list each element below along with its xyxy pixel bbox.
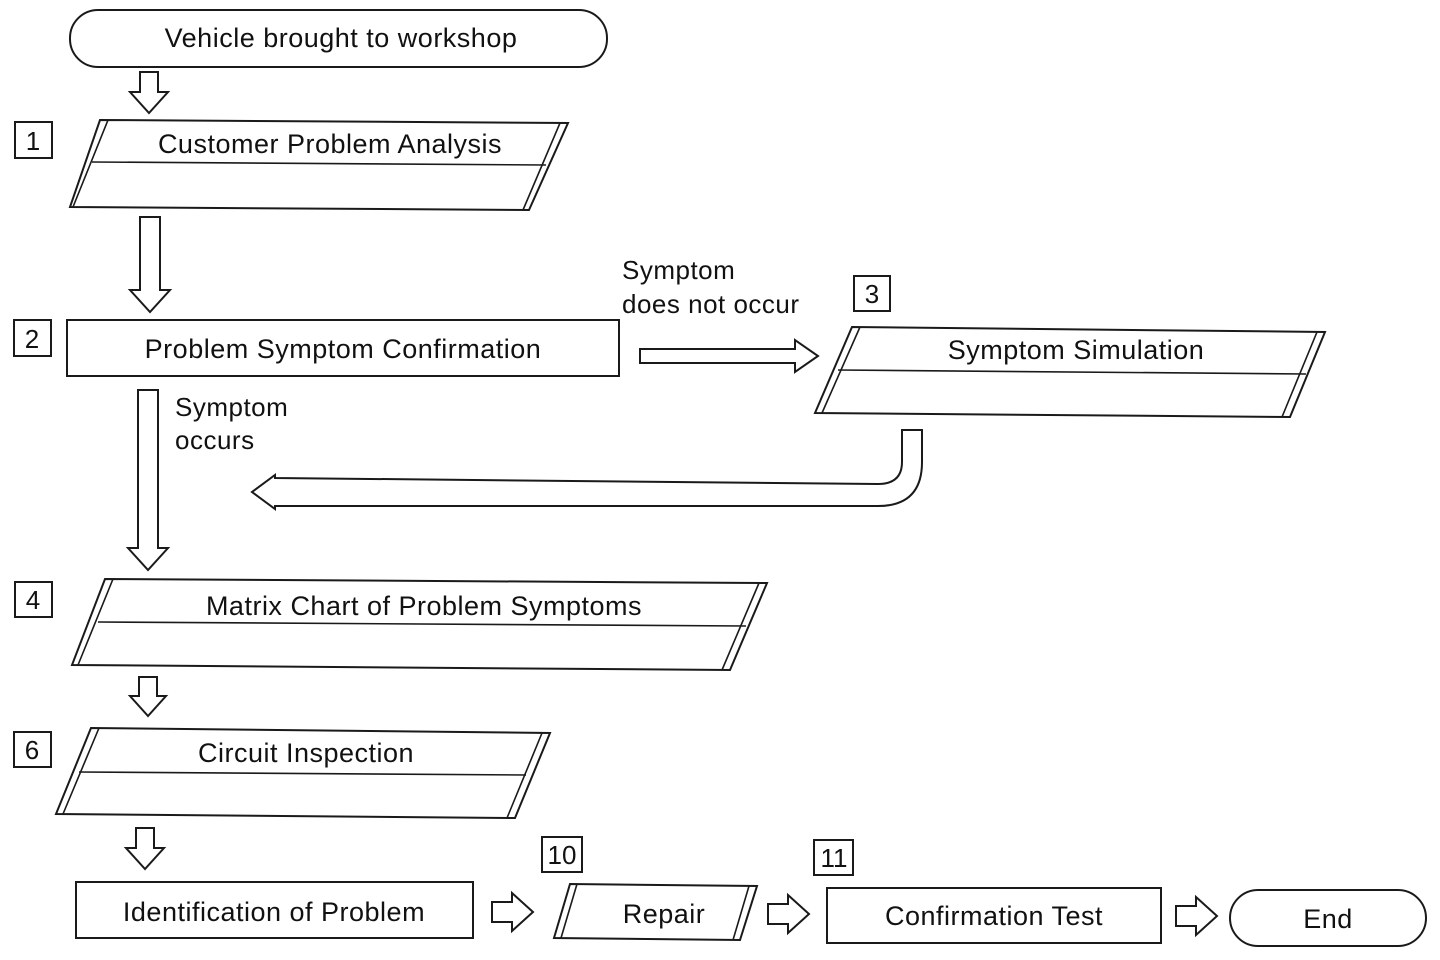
arrow-step2-to-step4 — [125, 389, 171, 572]
step-3-number: 3 — [865, 279, 879, 309]
arrow-step2-to-step3 — [639, 338, 820, 374]
step-matrix-chart-label: Matrix Chart of Problem Symptoms — [206, 591, 642, 621]
step-confirmation-test: Confirmation Test — [826, 887, 1162, 944]
arrow-step4-to-step6 — [127, 676, 169, 718]
step-customer-problem-analysis: Customer Problem Analysis — [68, 118, 570, 212]
step-1-number-box: 1 — [14, 121, 53, 159]
step-circuit-inspection-label: Circuit Inspection — [198, 738, 414, 768]
step-identification-label: Identification of Problem — [123, 897, 425, 927]
step-2-number-box: 2 — [13, 319, 52, 357]
step-10-number-box: 10 — [541, 836, 583, 873]
step-3-number-box: 3 — [853, 275, 891, 312]
arrow-step6-to-identification — [123, 827, 167, 871]
step-11-number-box: 11 — [813, 839, 854, 876]
step-2-number: 2 — [25, 324, 39, 354]
step-11-number: 11 — [821, 843, 848, 873]
step-repair: Repair — [552, 882, 759, 942]
step-customer-problem-analysis-label: Customer Problem Analysis — [158, 129, 502, 159]
step-identification: Identification of Problem — [75, 881, 474, 939]
arrow-repair-to-confirmation — [767, 892, 811, 936]
step-circuit-inspection: Circuit Inspection — [54, 726, 552, 820]
note-symptom-not-occur-line1: Symptom — [622, 255, 735, 285]
step-problem-symptom-confirmation-label: Problem Symptom Confirmation — [145, 334, 542, 364]
arrow-identification-to-repair — [491, 890, 535, 934]
step-symptom-simulation: Symptom Simulation — [813, 325, 1327, 419]
step-problem-symptom-confirmation: Problem Symptom Confirmation — [66, 319, 620, 377]
end-label: End — [1303, 904, 1353, 934]
step-repair-label: Repair — [623, 899, 706, 929]
step-4-number: 4 — [26, 585, 40, 615]
start-label: Vehicle brought to workshop — [165, 23, 518, 53]
arrow-confirmation-to-end — [1175, 894, 1219, 938]
note-symptom-occurs-line1: Symptom — [175, 392, 288, 422]
start-terminator: Vehicle brought to workshop — [69, 9, 608, 68]
step-6-number: 6 — [25, 735, 39, 765]
step-4-number-box: 4 — [14, 581, 53, 618]
arrow-step3-return — [250, 429, 923, 511]
step-10-number: 10 — [548, 840, 577, 870]
note-symptom-occurs-line2: occurs — [175, 425, 255, 455]
step-symptom-simulation-label: Symptom Simulation — [948, 335, 1205, 365]
arrow-step1-to-step2 — [127, 216, 173, 314]
step-confirmation-test-label: Confirmation Test — [885, 901, 1103, 931]
step-matrix-chart: Matrix Chart of Problem Symptoms — [70, 577, 769, 672]
arrow-start-to-step1 — [127, 71, 171, 115]
end-terminator: End — [1229, 889, 1427, 947]
note-symptom-not-occur-line2: does not occur — [622, 289, 800, 319]
step-6-number-box: 6 — [13, 731, 52, 768]
step-1-number: 1 — [26, 126, 40, 156]
